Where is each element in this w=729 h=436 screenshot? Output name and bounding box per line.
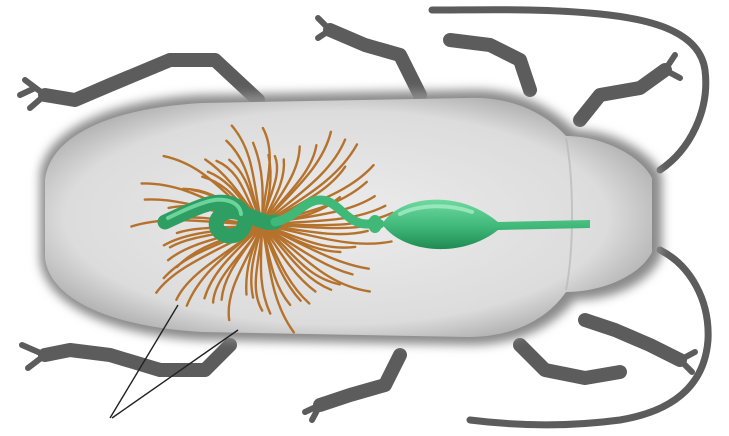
leg-lower-middle-foot <box>305 405 320 420</box>
leg-upper-right <box>450 40 530 90</box>
leg-lower-middle <box>320 355 400 405</box>
pointer-line-2 <box>112 330 238 418</box>
leg-lower-right-2 <box>585 320 680 360</box>
leg-lower-left-foot <box>22 345 45 368</box>
leg-upper-right-foot <box>665 55 680 78</box>
leg-upper-left <box>45 60 258 100</box>
crop-bulb <box>368 215 382 233</box>
leg-upper-middle <box>330 30 420 95</box>
leg-upper-left-foot <box>20 80 45 108</box>
leg-lower-left <box>45 345 230 370</box>
leg-upper-right-2 <box>580 70 665 120</box>
leg-lower-right <box>520 345 620 378</box>
